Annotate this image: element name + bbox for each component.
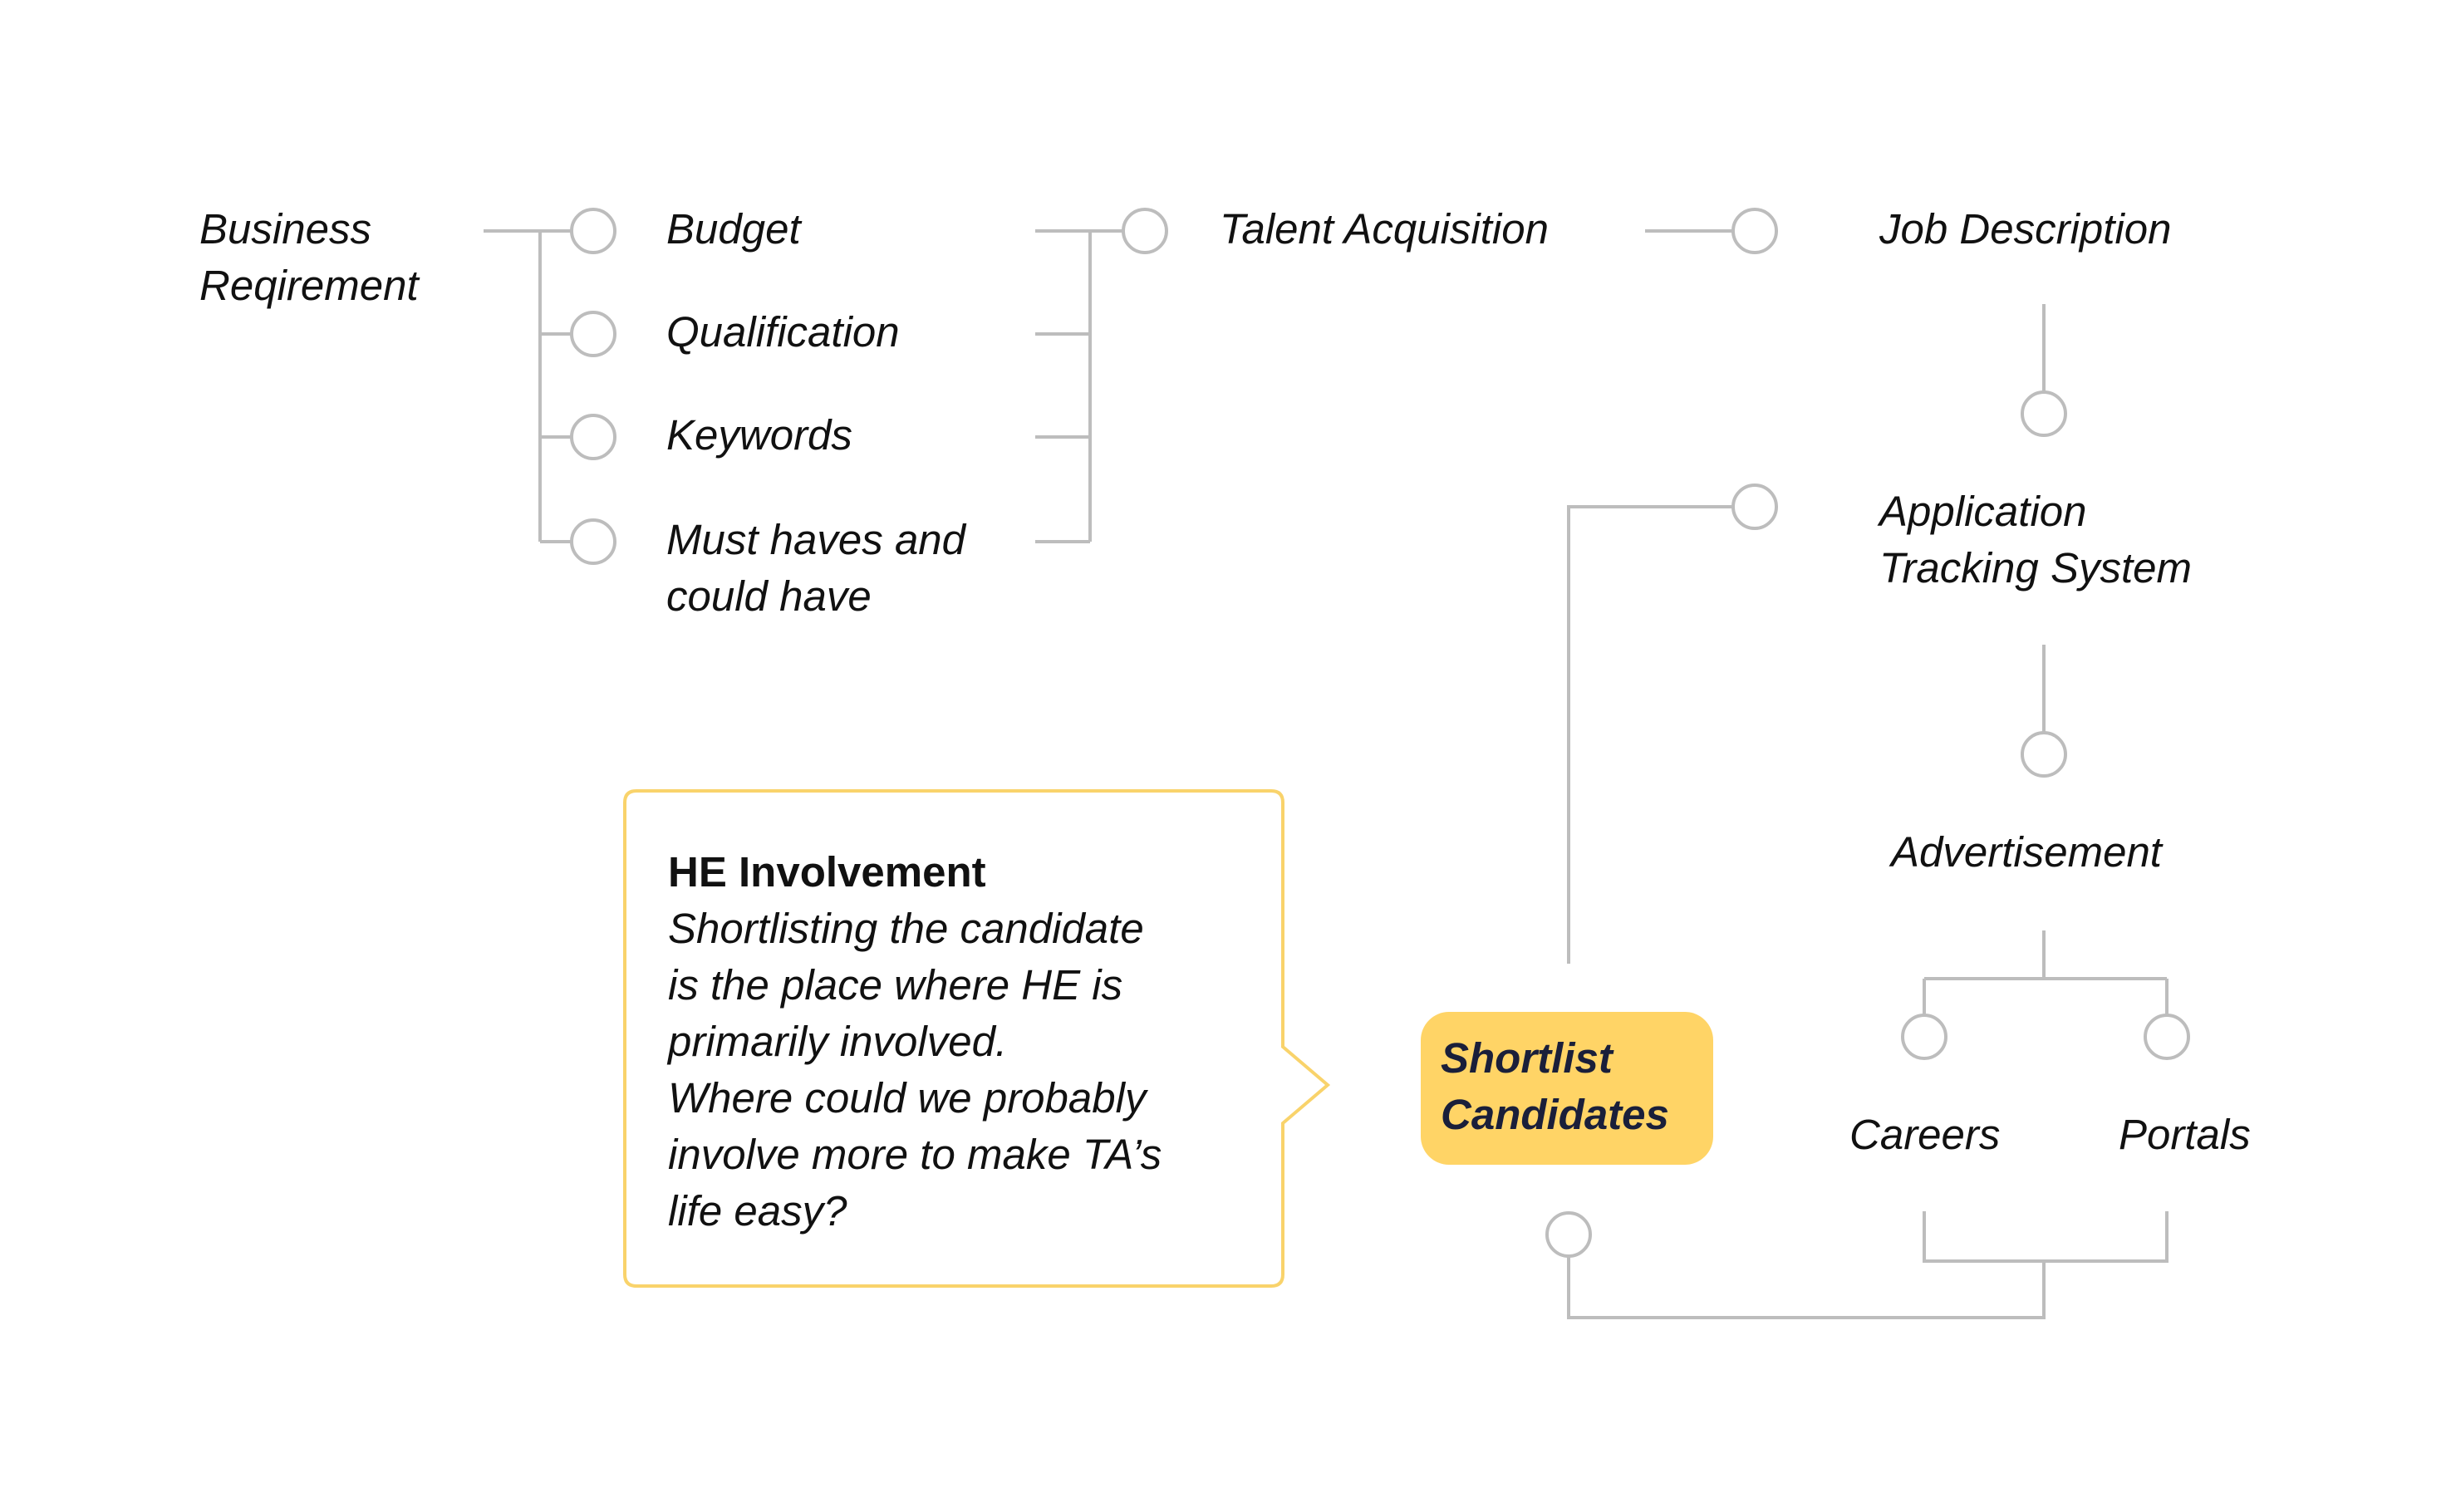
node-must-haves-line-2: could have <box>666 572 872 620</box>
node-portals: Portals <box>2119 1111 2251 1158</box>
node-qualification: Qualification <box>666 308 900 356</box>
callout-line: life easy? <box>668 1187 847 1235</box>
node-circle-careers <box>1901 1014 1947 1060</box>
node-business-requirement: Business Reqirement <box>199 201 419 314</box>
node-circle-job-description <box>1731 208 1778 254</box>
node-circle-ats-top <box>2021 390 2067 437</box>
node-circle-talent-acquisition <box>1122 208 1168 254</box>
node-advertisement: Advertisement <box>1891 828 2162 876</box>
connector-nodes <box>570 208 2190 1258</box>
node-talent-acquisition: Talent Acquisition <box>1220 205 1549 253</box>
node-circle-must-haves <box>570 518 616 565</box>
node-ats-line-2: Tracking System <box>1879 544 2192 592</box>
business-requirement-connector <box>484 229 572 543</box>
node-circle-keywords <box>570 414 616 460</box>
callout-line: is the place where HE is <box>668 961 1123 1009</box>
callout-line: involve more to make TA’s <box>668 1131 1162 1178</box>
node-shortlist-label: Shortlist Candidates <box>1441 1030 1669 1143</box>
node-circle-shortlist <box>1545 1211 1592 1258</box>
callout-line: primarily involved. <box>668 1018 1008 1065</box>
node-budget: Budget <box>666 205 801 253</box>
advertisement-split-connector <box>1923 930 2168 1015</box>
criteria-to-talent-connector <box>1035 229 1123 543</box>
callout-line: Where could we probably <box>668 1074 1147 1122</box>
node-circle-advertisement <box>2021 731 2067 778</box>
node-circle-qualification <box>570 311 616 357</box>
node-shortlist-candidates: Shortlist Candidates <box>1421 1012 1713 1165</box>
node-job-description: Job Description <box>1879 205 2172 253</box>
node-keywords: Keywords <box>666 411 852 459</box>
channels-merge-connector <box>1567 1211 2168 1319</box>
node-shortlist-line-1: Shortlist <box>1441 1034 1613 1082</box>
callout-bubble <box>623 789 1331 1288</box>
node-must-haves: Must haves and could have <box>666 512 965 625</box>
node-business-requirement-line-1: Business <box>199 205 371 253</box>
connector-lines <box>484 229 2168 1319</box>
node-application-tracking-system: Application Tracking System <box>1879 484 2192 596</box>
node-circle-ats-side <box>1731 484 1778 530</box>
node-careers: Careers <box>1849 1111 2001 1158</box>
shortlist-to-ats-connector <box>1567 505 1733 964</box>
callout-title: HE Involvement <box>668 848 986 896</box>
node-business-requirement-line-2: Reqirement <box>199 262 419 309</box>
node-ats-line-1: Application <box>1879 488 2087 535</box>
callout-line: Shortlisting the candidate <box>668 905 1144 952</box>
node-must-haves-line-1: Must haves and <box>666 516 966 563</box>
node-circle-budget <box>570 208 616 254</box>
node-shortlist-line-2: Candidates <box>1441 1091 1669 1138</box>
node-circle-portals <box>2144 1014 2190 1060</box>
